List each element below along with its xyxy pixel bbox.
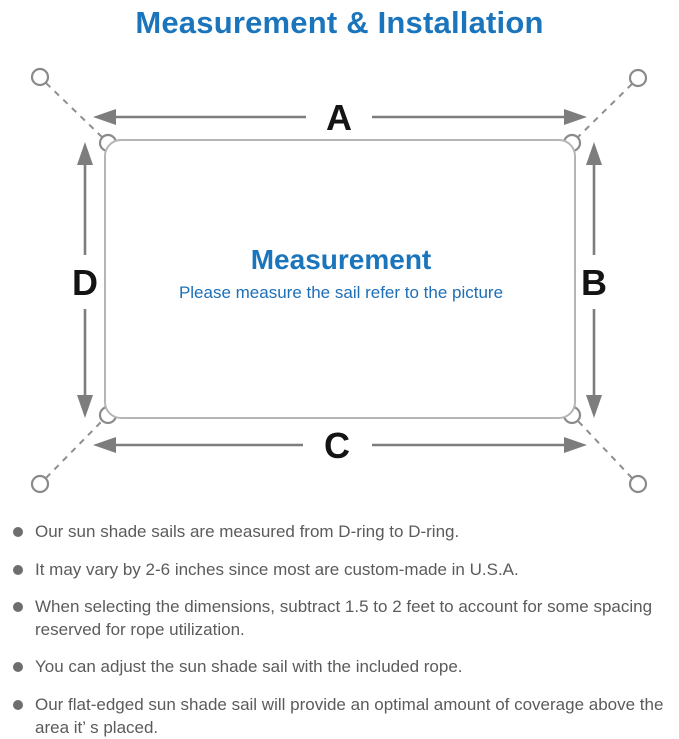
anchor-ring-icon: [628, 474, 648, 494]
notes-list: Our sun shade sails are measured from D-…: [0, 521, 679, 739]
rope-top-right: [577, 83, 633, 138]
rope-top-left: [45, 82, 103, 138]
bullet-icon: [13, 527, 23, 537]
dimension-arrows: [77, 109, 602, 453]
anchor-ring-icon: [628, 68, 648, 88]
dim-label-d: D: [72, 262, 98, 303]
d-rings: [98, 133, 582, 425]
note-text: When selecting the dimensions, subtract …: [35, 597, 653, 639]
anchor-rings: [30, 67, 648, 494]
page-title: Measurement & Installation: [135, 5, 544, 40]
list-item: When selecting the dimensions, subtract …: [11, 596, 675, 641]
sail-body: [104, 139, 576, 419]
bullet-icon: [13, 662, 23, 673]
center-subtitle: Please measure the sail refer to the pic…: [179, 283, 503, 302]
list-item: Our sun shade sails are measured from D-…: [11, 521, 675, 544]
note-text: Our flat-edged sun shade sail will provi…: [35, 695, 664, 737]
rope-bottom-left: [45, 420, 103, 479]
dim-label-a: A: [326, 97, 352, 138]
arrowhead-down-icon: [77, 395, 93, 418]
arrowhead-up-icon: [77, 142, 93, 165]
arrowhead-left-icon: [93, 109, 116, 125]
list-item: You can adjust the sun shade sail with t…: [11, 656, 675, 679]
note-text: Our sun shade sails are measured from D-…: [35, 522, 460, 541]
list-item: Our flat-edged sun shade sail will provi…: [11, 694, 675, 739]
rope-bottom-right: [577, 420, 633, 479]
bullet-icon: [13, 700, 23, 711]
note-text: You can adjust the sun shade sail with t…: [35, 657, 463, 677]
arrowhead-up-icon: [586, 142, 602, 165]
note-text: It may vary by 2-6 inches since most are…: [35, 559, 519, 579]
arrowhead-right-icon: [564, 109, 587, 125]
dim-label-c: C: [324, 425, 350, 466]
rope-dashed-lines: [45, 82, 633, 479]
measurement-diagram: A B C D Measurement Please measure the s…: [0, 55, 679, 515]
anchor-ring-icon: [30, 67, 50, 87]
bullet-icon: [13, 564, 23, 575]
list-item: It may vary by 2-6 inches since most are…: [11, 559, 675, 582]
bullet-icon: [13, 602, 23, 613]
sail-diagram-svg: A B C D Measurement Please measure the s…: [30, 67, 648, 494]
arrowhead-left-icon: [93, 437, 116, 453]
dim-label-b: B: [581, 262, 607, 303]
anchor-ring-icon: [30, 474, 50, 494]
arrowhead-right-icon: [564, 437, 587, 453]
arrowhead-down-icon: [586, 395, 602, 418]
center-title: Measurement: [251, 244, 432, 275]
